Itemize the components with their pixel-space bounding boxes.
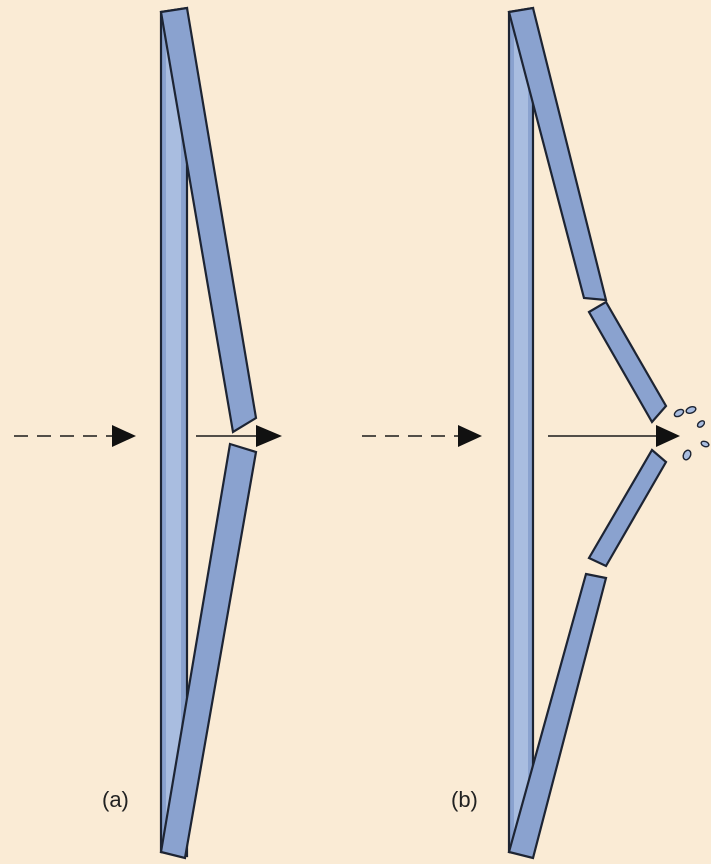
panel-a: (a) [14,8,282,858]
fragment [682,449,693,461]
panel-b-incoming-arrowhead [458,425,482,447]
panel-a-straight-plank-face [166,20,181,846]
fragment [673,408,685,418]
panel-a-outgoing-arrowhead [256,425,282,447]
panel-b-lower-inner-segment [589,450,666,566]
fragment [700,440,709,447]
fragment [685,405,696,414]
panel-b: (b) [362,8,710,858]
panel-b-outgoing-arrowhead [656,425,680,447]
panel-b-fragments [673,405,709,461]
panel-a-incoming-arrowhead [112,425,136,447]
panel-b-upper-inner-segment [589,302,666,422]
panel-b-straight-plank-face [514,20,528,846]
fragment [696,420,705,429]
panel-a-label: (a) [102,787,129,812]
panel-b-label: (b) [451,787,478,812]
